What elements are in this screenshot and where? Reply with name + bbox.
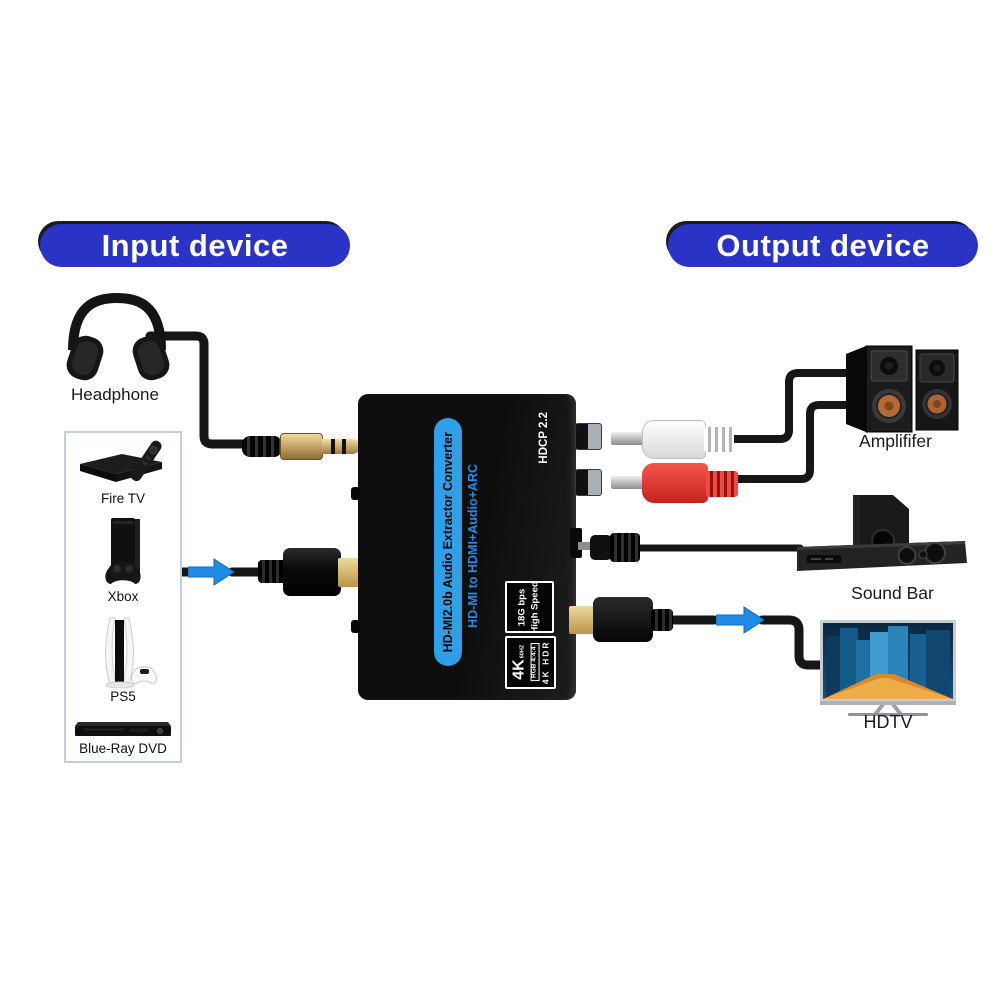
- converter-subtitle-wrap: HD-MI to HDMI+Audio+ARC: [464, 452, 482, 640]
- optical-output-port: [570, 528, 582, 558]
- rca-plug-white: [642, 420, 706, 459]
- source-devices-box: Fire TV Xbox PS5: [64, 431, 182, 763]
- ps5-image: [105, 617, 157, 688]
- signal-arrow-output: [716, 606, 765, 634]
- xbox-label: Xbox: [107, 589, 139, 604]
- headphone-image: [66, 292, 170, 381]
- hdmi-input-strain-relief: [258, 560, 286, 583]
- ps5-label: PS5: [110, 689, 136, 704]
- rca-red-cable: [732, 401, 854, 483]
- rca-plug-red-strain-relief: [706, 471, 738, 497]
- ps5-item: PS5: [84, 614, 162, 704]
- rca-plug-white-strain-relief: [704, 427, 734, 452]
- hdmi-output-cable-b: [757, 615, 827, 670]
- rca-plug-white-pin: [611, 432, 644, 445]
- hdmi-output-plug-tip: [569, 606, 595, 634]
- signal-arrow-input: [188, 558, 235, 586]
- xbox-item: Xbox: [85, 516, 161, 604]
- hdtv-image: [820, 620, 956, 716]
- rca-plug-red-pin: [611, 476, 644, 489]
- audio-jack-strain-relief: [242, 436, 282, 457]
- optical-plug-pin: [578, 542, 592, 550]
- audio-jack-tip: [322, 439, 360, 454]
- format-badge-chroma: RGB 4:4:4: [530, 643, 539, 682]
- rca-output-port-white: [575, 423, 602, 450]
- format-badge-refresh: 60HZ: [519, 645, 526, 659]
- hdtv-label: HDTV: [863, 712, 913, 732]
- converter-box: HD-MI2.0b Audio Extractor Converter HD-M…: [358, 394, 576, 700]
- fire-tv-image: [80, 440, 162, 482]
- hdmi-input-plug: [283, 548, 341, 596]
- speed-badge-line1: 18G bps: [517, 588, 529, 626]
- fire-tv-item: Fire TV: [76, 438, 170, 506]
- optical-plug: [590, 535, 612, 560]
- format-badge-resolution: 4K: [510, 659, 528, 680]
- hdmi-output-plug: [593, 597, 653, 642]
- hdmi-output-strain-relief: [651, 609, 673, 631]
- hdcp-label: HDCP 2.2: [537, 412, 550, 464]
- blu-ray-dvd-image: [75, 722, 171, 736]
- audio-jack-plug: [280, 433, 323, 460]
- rca-output-port-red: [575, 469, 602, 496]
- fire-tv-label: Fire TV: [100, 491, 145, 506]
- hdcp-label-wrap: HDCP 2.2: [535, 406, 552, 470]
- format-badge-hdr: 4K HDR: [539, 640, 550, 685]
- xbox-image: [105, 518, 141, 584]
- headphone-cable: [145, 331, 249, 449]
- soundbar-image: [797, 495, 967, 571]
- blu-ray-dvd-item: Blue-Ray DVD: [72, 714, 174, 756]
- converter-side-button: [351, 487, 360, 500]
- optical-plug-strain-relief: [610, 533, 640, 562]
- headphone-label: Headphone: [71, 385, 159, 404]
- rca-white-cable: [728, 369, 854, 443]
- rca-plug-red: [642, 463, 708, 503]
- amplifier-image: [846, 345, 959, 433]
- soundbar-label: Sound Bar: [851, 583, 934, 603]
- input-device-header: Input device: [40, 224, 350, 267]
- converter-title-capsule: HD-MI2.0b Audio Extractor Converter: [434, 418, 462, 666]
- output-device-header: Output device: [668, 224, 978, 267]
- converter-subtitle: HD-MI to HDMI+Audio+ARC: [466, 464, 480, 628]
- blu-ray-dvd-label: Blue-Ray DVD: [79, 741, 167, 756]
- format-badge: 4K 60HZ RGB 4:4:4 4K HDR: [505, 636, 556, 689]
- amplifier-label: Amplififer: [859, 431, 932, 451]
- converter-side-button: [351, 620, 360, 633]
- converter-title: HD-MI2.0b Audio Extractor Converter: [441, 431, 455, 653]
- speed-badge-line2: High Speed: [530, 580, 542, 634]
- speed-badge: 18G bps High Speed: [505, 581, 554, 633]
- hdmi-input-plug-tip: [338, 558, 360, 587]
